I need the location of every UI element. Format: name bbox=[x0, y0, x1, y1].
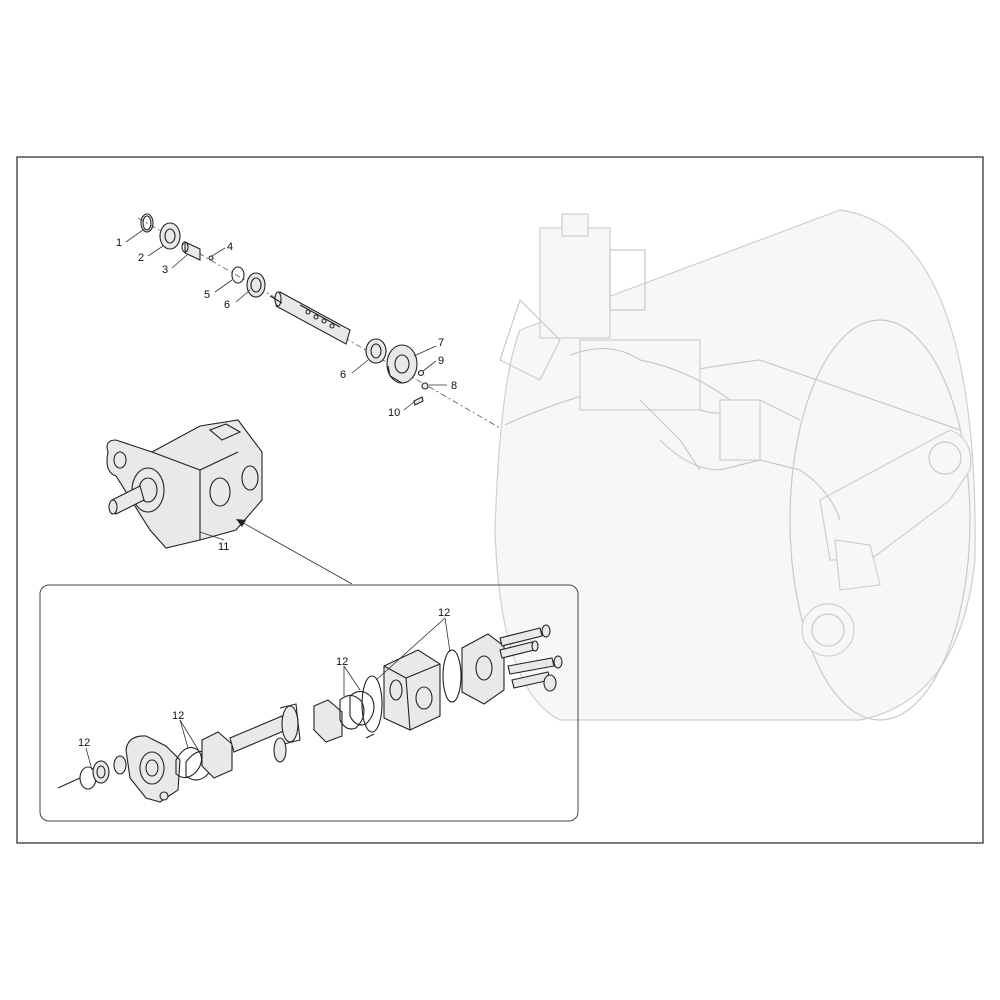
part-3-sleeve bbox=[181, 241, 201, 261]
detail-panel bbox=[39, 584, 579, 822]
callout-12-seal-rear: 12 bbox=[336, 656, 348, 668]
callout-3: 3 bbox=[162, 264, 168, 276]
part-6-bearing-upper bbox=[246, 272, 266, 298]
callout-5: 5 bbox=[204, 289, 210, 301]
callout-9: 9 bbox=[438, 355, 444, 367]
detail-arrow bbox=[237, 519, 353, 585]
part-5-ring bbox=[231, 266, 245, 284]
callout-12-seal-set: 12 bbox=[172, 710, 184, 722]
part-6-bearing-lower bbox=[365, 338, 387, 364]
callout-6-upper: 6 bbox=[224, 299, 230, 311]
detail-exploded-pump bbox=[57, 624, 563, 803]
callout-12-oring: 12 bbox=[438, 607, 450, 619]
callout-6-lower: 6 bbox=[340, 369, 346, 381]
callout-2: 2 bbox=[138, 252, 144, 264]
part-8-screw bbox=[421, 382, 429, 390]
callout-11: 11 bbox=[218, 541, 229, 553]
part-1-retaining-ring bbox=[140, 213, 154, 233]
part-11-gear-pump bbox=[106, 419, 263, 549]
callout-7: 7 bbox=[438, 337, 444, 349]
callout-12-seal-front: 12 bbox=[78, 737, 90, 749]
part-4-pin bbox=[208, 255, 214, 261]
callout-10: 10 bbox=[388, 407, 400, 419]
detail-arrowhead bbox=[236, 519, 246, 527]
callout-1: 1 bbox=[116, 237, 122, 249]
part-2-seal bbox=[159, 222, 181, 250]
callout-8: 8 bbox=[451, 380, 457, 392]
part-9-washer bbox=[417, 369, 425, 377]
part-shaft bbox=[269, 291, 351, 345]
part-10-bolt bbox=[413, 396, 424, 406]
part-7-flange bbox=[386, 344, 418, 384]
callout-leaders bbox=[85, 229, 451, 771]
callout-4: 4 bbox=[227, 241, 233, 253]
machine-ghost-outline bbox=[494, 209, 976, 721]
diagram-frame bbox=[16, 156, 984, 844]
